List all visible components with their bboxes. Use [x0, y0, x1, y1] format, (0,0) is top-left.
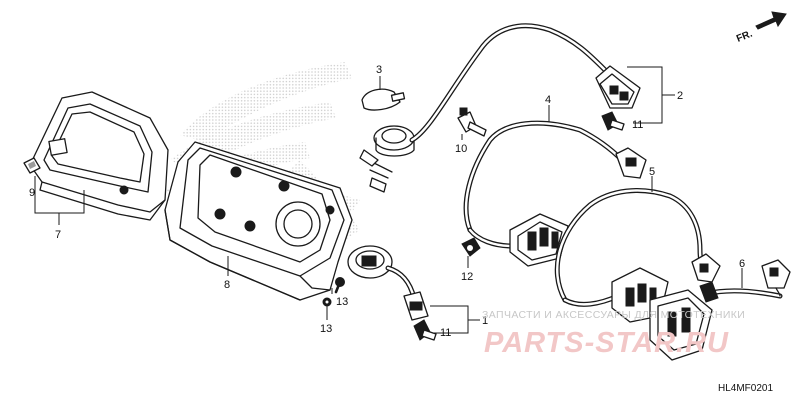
- clamp-part-12: [461, 237, 481, 257]
- meter-case-part-8: [164, 141, 353, 301]
- socket-harness-part-1: [347, 245, 429, 321]
- callout-9: 9: [29, 187, 35, 199]
- bolt-part-13-lower: [322, 297, 332, 307]
- callout-8: 8: [224, 279, 230, 291]
- watermark-line-2: PARTS-STAR.RU: [484, 327, 729, 359]
- clip-part-11-upper: [601, 111, 625, 131]
- short-harness-part-6: [699, 259, 791, 303]
- callout-12: 12: [461, 271, 473, 283]
- sub-harness-part-4: [463, 120, 647, 267]
- meter-unit-part-7: [29, 91, 169, 221]
- callout-labels: 1 2 3 4 5 6 7 8 9 10 11 11 12 13 13: [29, 64, 745, 339]
- callout-6: 6: [739, 258, 745, 270]
- callout-3: 3: [376, 64, 382, 76]
- callout-10: 10: [455, 143, 467, 155]
- callout-4: 4: [545, 94, 551, 106]
- callout-5: 5: [649, 166, 655, 178]
- callout-7: 7: [55, 229, 61, 241]
- callout-11-lower: 11: [440, 327, 451, 339]
- bolt-part-13-upper: [334, 277, 345, 294]
- clip-part-11-lower: [413, 319, 437, 341]
- wire-harness-part-2: [409, 23, 641, 143]
- leader-lines: [34, 66, 743, 334]
- callout-2: 2: [677, 90, 683, 102]
- direction-label: FR.: [735, 28, 754, 44]
- callout-13-lower: 13: [320, 323, 332, 335]
- clip-part-10: [457, 107, 487, 137]
- callout-11-upper: 11: [632, 119, 643, 131]
- diagram-code: HL4MF0201: [718, 383, 773, 394]
- callout-13-upper: 13: [336, 296, 348, 308]
- callout-1: 1: [482, 315, 488, 327]
- sub-harness-part-5: [554, 188, 721, 361]
- lens-part-9: [23, 157, 41, 174]
- front-direction-arrow: FR.: [735, 11, 787, 45]
- ignition-switch-part-3: [359, 88, 415, 193]
- watermark-line-1: ЗАПЧАСТИ И АКСЕССУАРЫ ДЛЯ МОТОТЕХНИКИ: [482, 309, 745, 321]
- watermark: ЗАПЧАСТИ И АКСЕССУАРЫ ДЛЯ МОТОТЕХНИКИ PA…: [482, 309, 745, 359]
